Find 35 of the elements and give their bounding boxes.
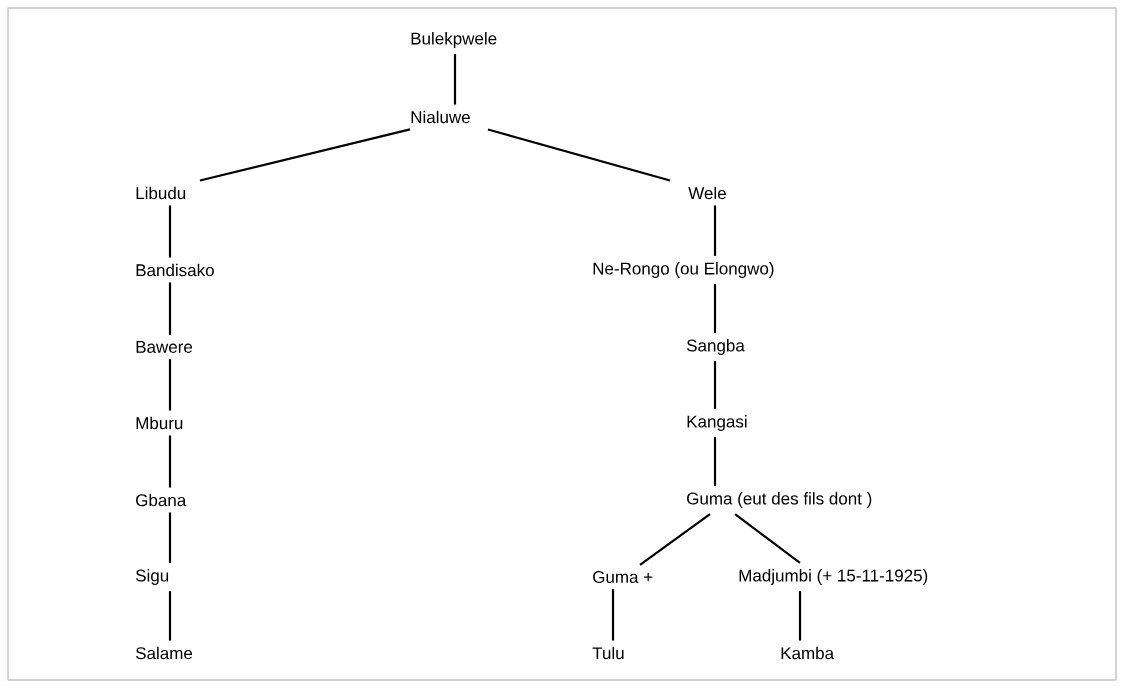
name-label: Mburu (136, 416, 183, 430)
connector-line (168, 205, 172, 258)
connector-line (639, 513, 711, 566)
name-label: Libudu (136, 186, 186, 200)
connector-line (713, 437, 717, 486)
connector-line (798, 591, 802, 641)
name-label: Kangasi (687, 415, 747, 431)
name-label: Sigu (135, 569, 169, 585)
name-label: Wele (688, 186, 726, 200)
connector-line (168, 359, 172, 411)
name-label: Madjumbi (+ 15-11-1925) (739, 569, 928, 585)
connector-line (453, 54, 457, 105)
name-label: Guma + (593, 571, 653, 583)
connector-line (168, 282, 172, 335)
name-label: Bulekpwele (411, 32, 497, 48)
name-label: Gbana (136, 493, 187, 507)
name-label: Kamba (781, 646, 835, 660)
name-label: Sangba (687, 339, 745, 355)
name-label: Guma (eut des fils dont ) (687, 492, 872, 508)
connector-line (168, 435, 172, 488)
connector-line (734, 513, 801, 564)
name-label: Ne-Rongo (ou Elongwo) (593, 262, 774, 278)
connector-line (168, 591, 172, 641)
connector-line (713, 205, 717, 256)
connector-line (199, 128, 411, 182)
connector-line (168, 512, 172, 563)
connector-line (713, 361, 717, 409)
connector-line (713, 284, 717, 333)
name-label: Salame (135, 646, 193, 660)
name-label: Tulu (592, 646, 624, 660)
connector-line (611, 589, 615, 641)
name-label: Nialuwe (411, 110, 470, 124)
name-label: Bandisako (136, 263, 214, 277)
connector-line (487, 128, 671, 182)
name-label: Bawere (136, 341, 193, 353)
